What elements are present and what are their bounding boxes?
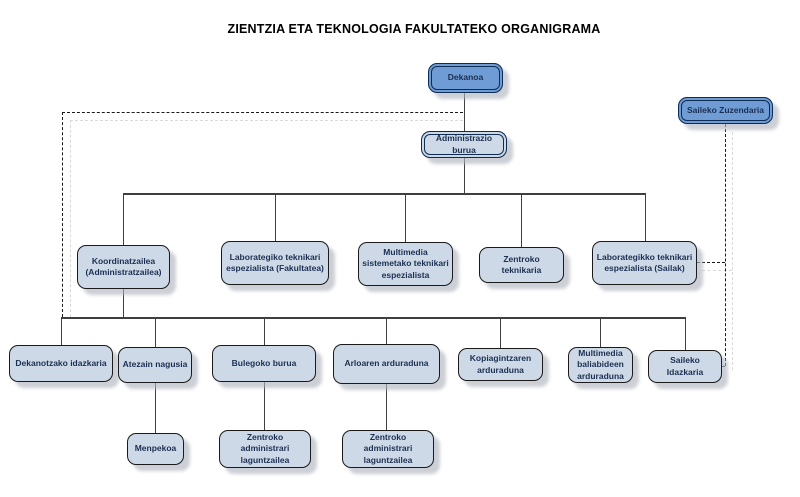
node-laborategiko-teknikari-fakultatea: Laborategiko teknikari espezialista (Fak… [221,241,329,285]
node-label: Koordinatzailea (Administratzailea) [85,255,162,277]
node-dekanotzako-idazkaria: Dekanotzako idazkaria [9,345,113,382]
dashed-dekanoa-dekanotzako [62,112,63,317]
connector-bus1-zentroko-teknikaria [521,193,522,247]
connector-bus1-koordinatzailea [123,193,124,245]
node-saileko-zuzendaria: Saileko Zuzendaria [678,97,773,124]
node-label: Saileko Idazkaria [666,355,704,377]
connector-bus2-dekanotzako [61,317,62,346]
node-arloaren-arduraduna: Arloaren arduraduna [333,344,440,384]
node-zentroko-administrari-1: Zentroko administrari laguntzailea [219,430,311,468]
connector-bus1-lab-fakultatea [275,193,276,241]
dashed-echo-sailak-branch [702,270,732,271]
chart-title: ZIENTZIA ETA TEKNOLOGIA FAKULTATEKO ORGA… [227,22,601,36]
node-label: Multimedia sistemetako teknikari espezia… [362,247,449,280]
node-dekanoa: Dekanoa [428,63,503,93]
node-label: Atezain nagusia [122,359,188,370]
node-menpekoa: Menpekoa [127,433,184,465]
dashed-echo-dekanoa [70,120,463,121]
node-label: Zentroko administrari laguntzailea [363,432,413,465]
dashed-echo-saileko-vertical [732,132,733,370]
connector-bus2-multimedia-baliabideen [600,317,601,347]
node-label: Multimedia baliabideen arduraduna [577,348,624,381]
node-zentroko-teknikaria: Zentroko teknikaria [479,247,564,283]
node-label: Kopiagintzaren arduraduna [469,353,532,375]
node-label: Arloaren arduraduna [344,358,429,369]
connector-bus2-atezain [155,317,156,348]
connector-bus1-lab-sailak [645,193,646,241]
node-label: Dekanotzako idazkaria [15,357,107,368]
connector-koordinatzailea-bus2 [123,289,124,317]
node-bulegoko-burua: Bulegoko burua [212,345,316,382]
node-koordinatzailea: Koordinatzailea (Administratzailea) [77,245,170,289]
connector-administrazio-bus1 [464,158,465,193]
dashed-saileko-zuzendaria-vertical [725,124,726,366]
connector-bulegoko-zentroko1 [264,382,265,430]
node-multimedia-baliabideen-arduraduna: Multimedia baliabideen arduraduna [568,347,633,383]
node-label: Zentroko teknikaria [501,253,542,275]
connector-bus2-bulegoko [264,317,265,346]
dashed-dekanoa-horizontal [62,112,463,113]
node-label: Laborategikko teknikari espezialista (Sa… [596,251,693,273]
node-administrazio-burua: Administrazio burua [421,131,507,158]
node-kopiagintzaren-arduraduna: Kopiagintzaren arduraduna [458,348,543,381]
connector-bus2-kopiagintzaren [500,317,501,348]
connector-bus1-multimedia-teknikari [405,193,406,242]
node-label: Menpekoa [134,443,177,454]
node-label: Dekanoa [447,72,484,83]
node-zentroko-administrari-2: Zentroko administrari laguntzailea [342,430,434,468]
node-saileko-idazkaria: Saileko Idazkaria [648,350,722,383]
node-label: Laborategiko teknikari espezialista (Fak… [226,251,324,273]
connector-dekanoa-administrazio [464,93,465,131]
node-label: Administrazio burua [435,133,493,155]
dashed-echo-dekanoa-vertical [70,120,71,317]
node-atezain-nagusia: Atezain nagusia [118,347,192,383]
node-label: Zentroko administrari laguntzailea [240,432,290,465]
connector-bus1 [123,193,646,195]
node-label: Saileko Zuzendaria [687,104,764,115]
dashed-branch-lab-sailak [697,262,725,263]
connector-bus2-arloaren [386,317,387,344]
connector-bus2-saileko-idazkaria [685,317,686,350]
node-multimedia-sistemetako-teknikari: Multimedia sistemetako teknikari espezia… [358,242,453,286]
connector-atezain-menpekoa [155,383,156,433]
node-laborategikko-teknikari-sailak: Laborategikko teknikari espezialista (Sa… [592,241,697,285]
connector-bus2 [61,317,686,319]
connector-arloaren-zentroko2 [386,384,387,430]
node-label: Bulegoko burua [231,357,297,368]
